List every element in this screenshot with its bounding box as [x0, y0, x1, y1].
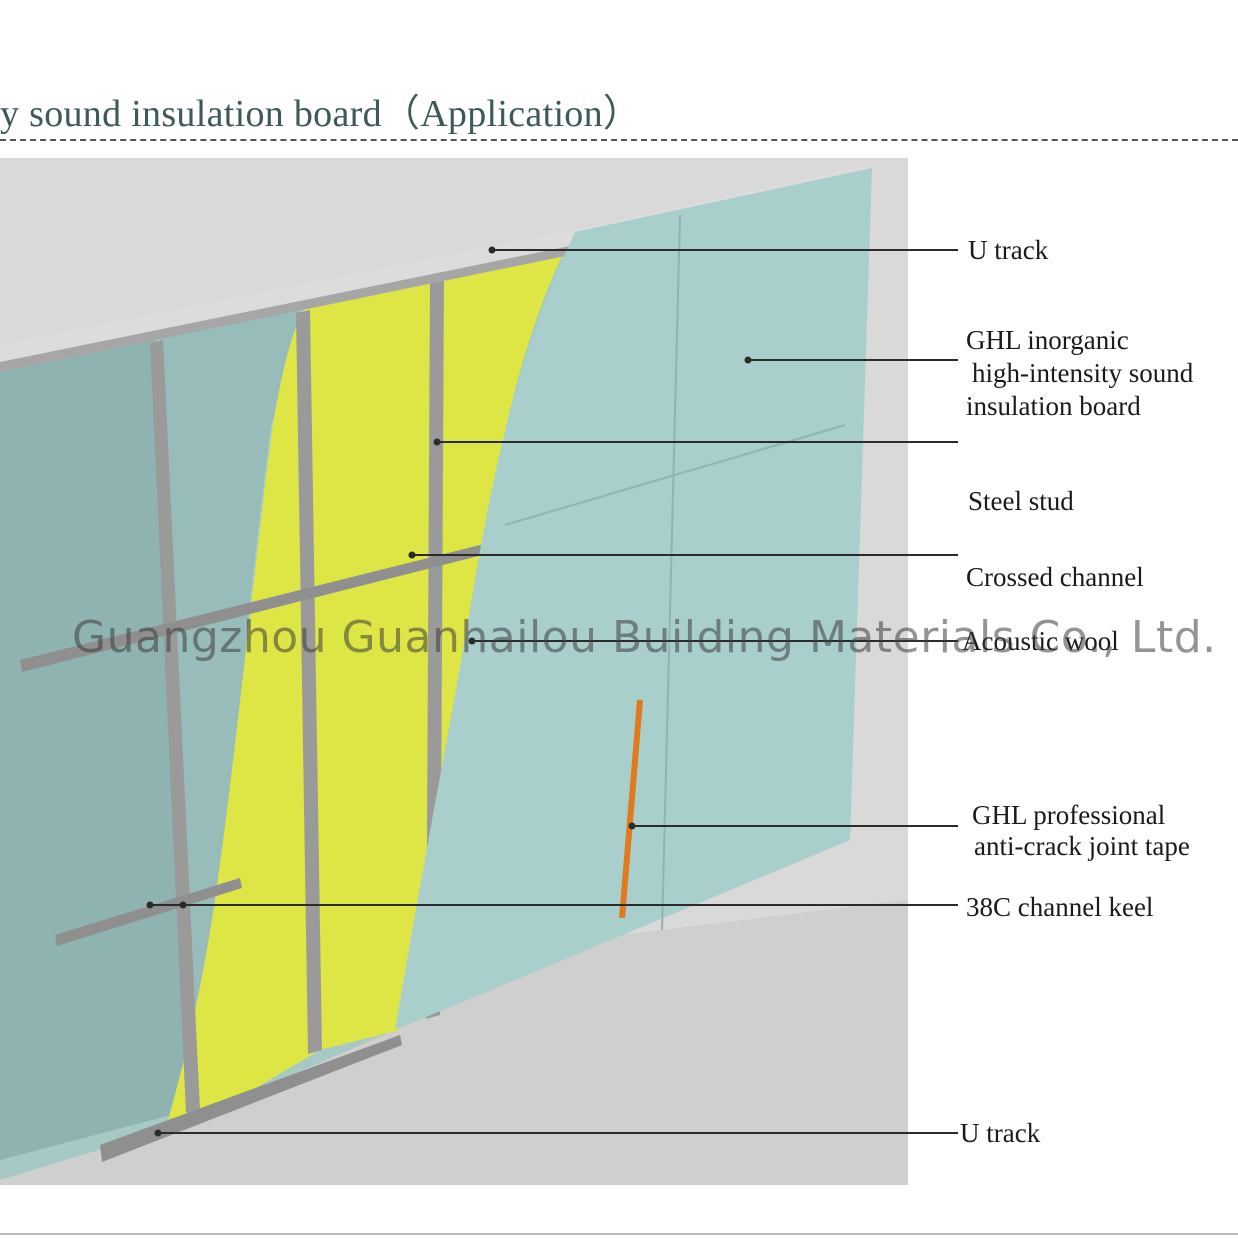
label-acoustic-wool: Acoustic wool — [962, 626, 1119, 656]
back-board-left — [0, 340, 190, 1160]
stud-1 — [150, 340, 200, 1113]
bottom-divider — [0, 1233, 1238, 1235]
dashed-divider — [0, 139, 1238, 141]
cross-channel-2 — [55, 878, 242, 946]
floor-shadow — [0, 900, 908, 1185]
label-crossed-channel: Crossed channel — [966, 562, 1144, 592]
label-board-line1: GHL inorganic — [966, 325, 1129, 355]
label-steel-stud: Steel stud — [968, 486, 1074, 516]
label-tape-line2: anti-crack joint tape — [974, 831, 1190, 861]
leader-lines — [150, 249, 958, 1134]
leader-dots — [146, 246, 752, 1137]
label-keel: 38C channel keel — [966, 892, 1154, 922]
cross-channel-1 — [20, 540, 502, 672]
stud-2 — [296, 310, 322, 1054]
watermark: Guangzhou Guanhailou Building Materials … — [72, 612, 1217, 663]
label-u-track-bottom: U track — [960, 1118, 1041, 1148]
label-u-track-top: U track — [968, 235, 1049, 265]
joint-tape — [619, 699, 643, 919]
label-board-line2: high-intensity sound — [972, 358, 1194, 388]
page-title: y sound insulation board（Application） — [0, 93, 642, 135]
bottom-u-track — [100, 1035, 402, 1162]
label-tape-line1: GHL professional — [972, 800, 1166, 830]
label-board-line3: insulation board — [966, 391, 1141, 421]
acoustic-wool — [165, 250, 565, 1130]
top-u-track-edge — [0, 245, 575, 372]
board-seam-v1 — [661, 214, 681, 931]
front-board — [395, 168, 872, 1030]
